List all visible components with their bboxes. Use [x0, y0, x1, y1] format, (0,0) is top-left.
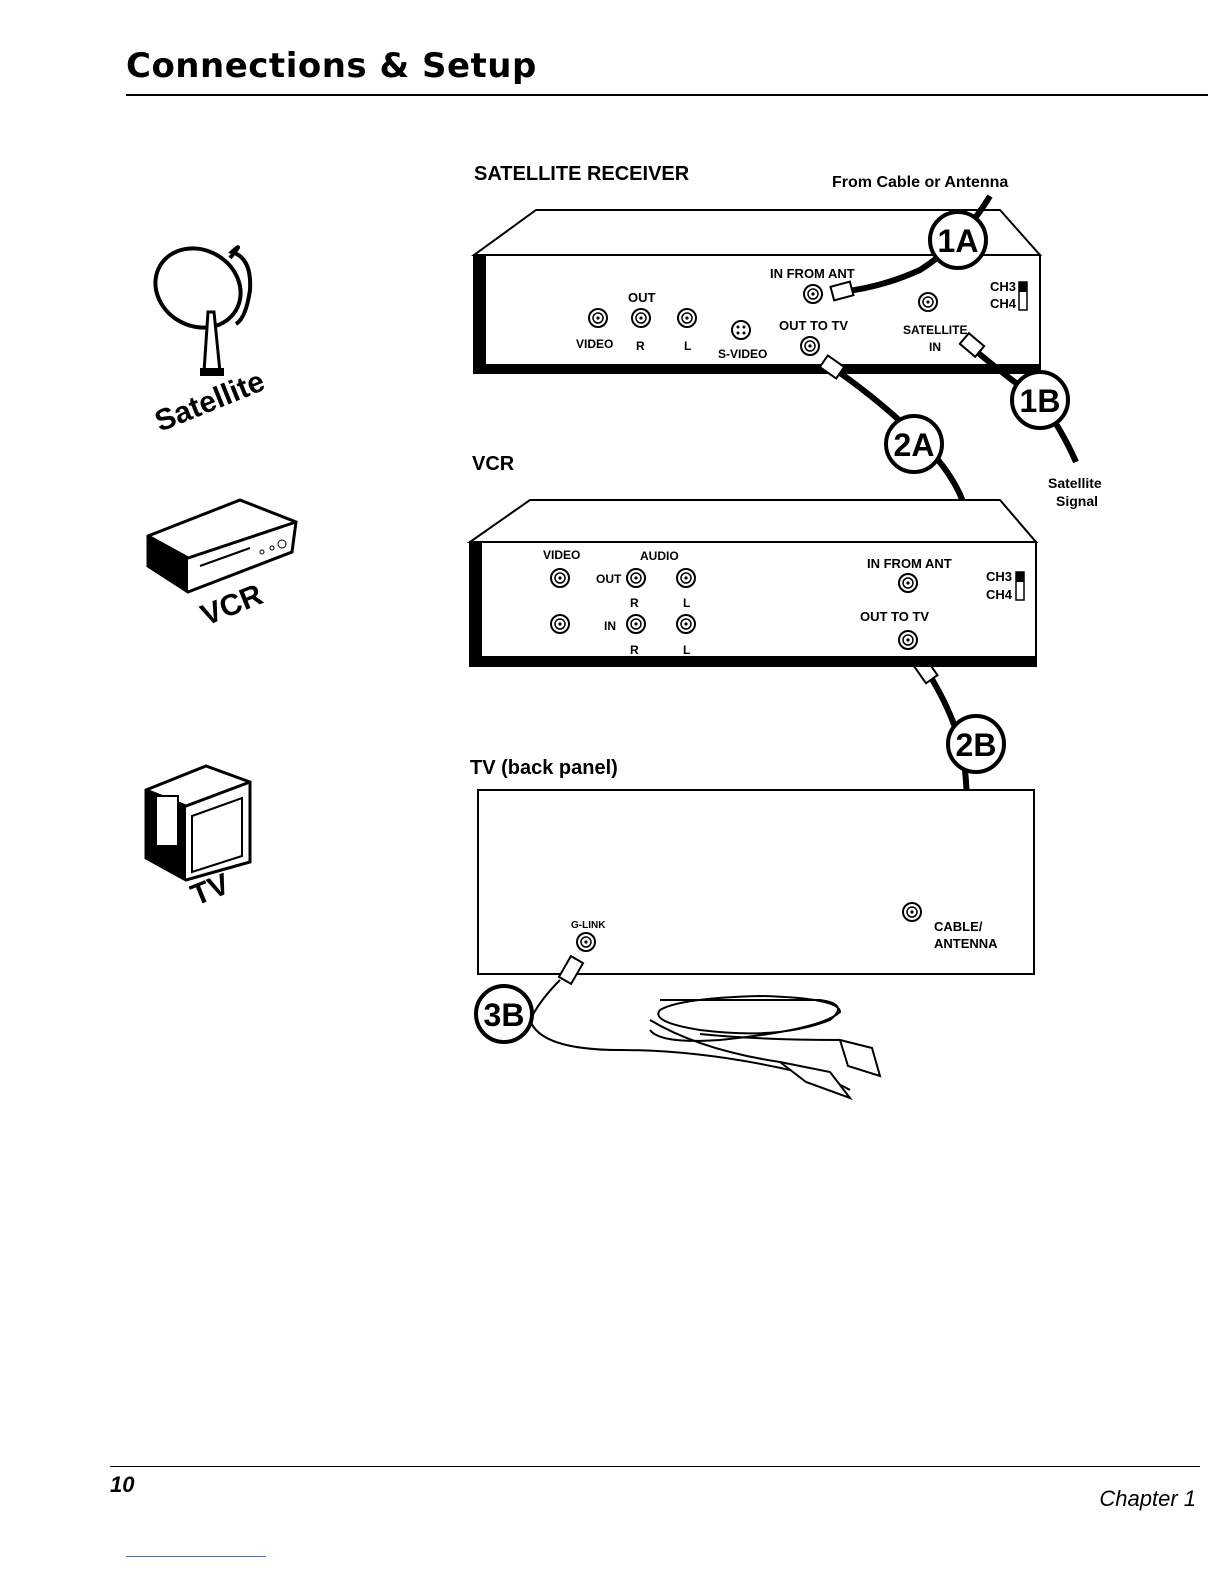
sr-ch3-label: CH3 — [990, 279, 1016, 294]
step-1a-label: 1A — [938, 223, 979, 259]
vcr-out-to-tv-jack — [899, 631, 917, 649]
sr-in-from-ant-jack — [804, 285, 822, 303]
sr-s-video-label: S-VIDEO — [718, 347, 767, 361]
sr-satellite-in-jack — [919, 293, 937, 311]
sr-ch4-label: CH4 — [990, 296, 1017, 311]
vcr-audio-out-r-jack — [627, 569, 645, 587]
sr-video-out-jack — [589, 309, 607, 327]
bottom-link-line — [126, 1556, 266, 1557]
tv-g-link-jack — [577, 933, 595, 951]
vcr-ch4-label: CH4 — [986, 587, 1013, 602]
tv-cable-label-1: CABLE/ — [934, 919, 983, 934]
vcr-video-label: VIDEO — [543, 548, 580, 562]
sr-channel-switch-knob — [1019, 282, 1027, 292]
sr-satellite-in-label-1: SATELLITE — [903, 323, 967, 337]
vcr-out-to-tv-label: OUT TO TV — [860, 609, 929, 624]
tv-icon — [146, 766, 250, 880]
tv-cable-antenna-jack — [903, 903, 921, 921]
tv-g-link-label: G-LINK — [571, 920, 606, 931]
vcr-in-l-label: L — [683, 643, 690, 657]
vcr-in-from-ant-label: IN FROM ANT — [867, 556, 952, 571]
satellite-signal-label-1: Satellite — [1048, 475, 1102, 491]
source-label: From Cable or Antenna — [832, 174, 1008, 191]
vcr-channel-switch-knob — [1016, 572, 1024, 582]
sr-out-to-tv-label: OUT TO TV — [779, 318, 848, 333]
satellite-receiver-title: SATELLITE RECEIVER — [474, 163, 690, 185]
vcr-audio-in-l-jack — [677, 615, 695, 633]
sr-in-from-ant-label: IN FROM ANT — [770, 266, 855, 281]
vcr-out-l-label: L — [683, 596, 690, 610]
vcr-in-from-ant-jack — [899, 574, 917, 592]
vcr-video-out-jack — [551, 569, 569, 587]
vcr-icon — [148, 500, 296, 592]
sr-s-video-jack — [732, 321, 750, 339]
step-badge-1b: 1B — [1012, 372, 1068, 428]
step-badge-2a: 2A — [886, 416, 942, 472]
sr-satellite-in-label-2: IN — [929, 340, 941, 354]
sr-audio-r-jack — [632, 309, 650, 327]
vcr-ch3-label: CH3 — [986, 569, 1012, 584]
vcr-audio-label: AUDIO — [640, 549, 679, 563]
satellite-dish-icon — [141, 233, 255, 376]
sr-audio-l-jack — [678, 309, 696, 327]
sr-video-label: VIDEO — [576, 337, 613, 351]
sr-out-label: OUT — [628, 290, 656, 305]
vcr-out-label: OUT — [596, 572, 622, 586]
step-badge-3b: 3B — [476, 986, 532, 1042]
step-2b-label: 2B — [956, 727, 997, 763]
sr-l-label: L — [684, 339, 691, 353]
vcr-video-in-jack — [551, 615, 569, 633]
chapter-label: Chapter 1 — [1099, 1486, 1196, 1512]
step-1b-label: 1B — [1020, 383, 1061, 419]
sr-r-label: R — [636, 339, 645, 353]
step-2a-label: 2A — [894, 427, 935, 463]
satellite-signal-label-2: Signal — [1056, 493, 1098, 509]
page-number: 10 — [110, 1472, 134, 1498]
tv-cable-label-2: ANTENNA — [934, 936, 998, 951]
vcr-audio-in-r-jack — [627, 615, 645, 633]
footer-rule — [110, 1466, 1200, 1467]
g-link-cable — [530, 956, 880, 1098]
step-badge-2b: 2B — [948, 716, 1004, 772]
vcr-in-label: IN — [604, 619, 616, 633]
vcr-audio-out-l-jack — [677, 569, 695, 587]
step-badge-1a: 1A — [930, 212, 986, 268]
vcr-in-r-label: R — [630, 643, 639, 657]
tv-title: TV (back panel) — [470, 757, 618, 779]
vcr-title: VCR — [472, 453, 515, 475]
step-3b-label: 3B — [484, 997, 525, 1033]
vcr-out-r-label: R — [630, 596, 639, 610]
sr-out-to-tv-jack — [801, 337, 819, 355]
